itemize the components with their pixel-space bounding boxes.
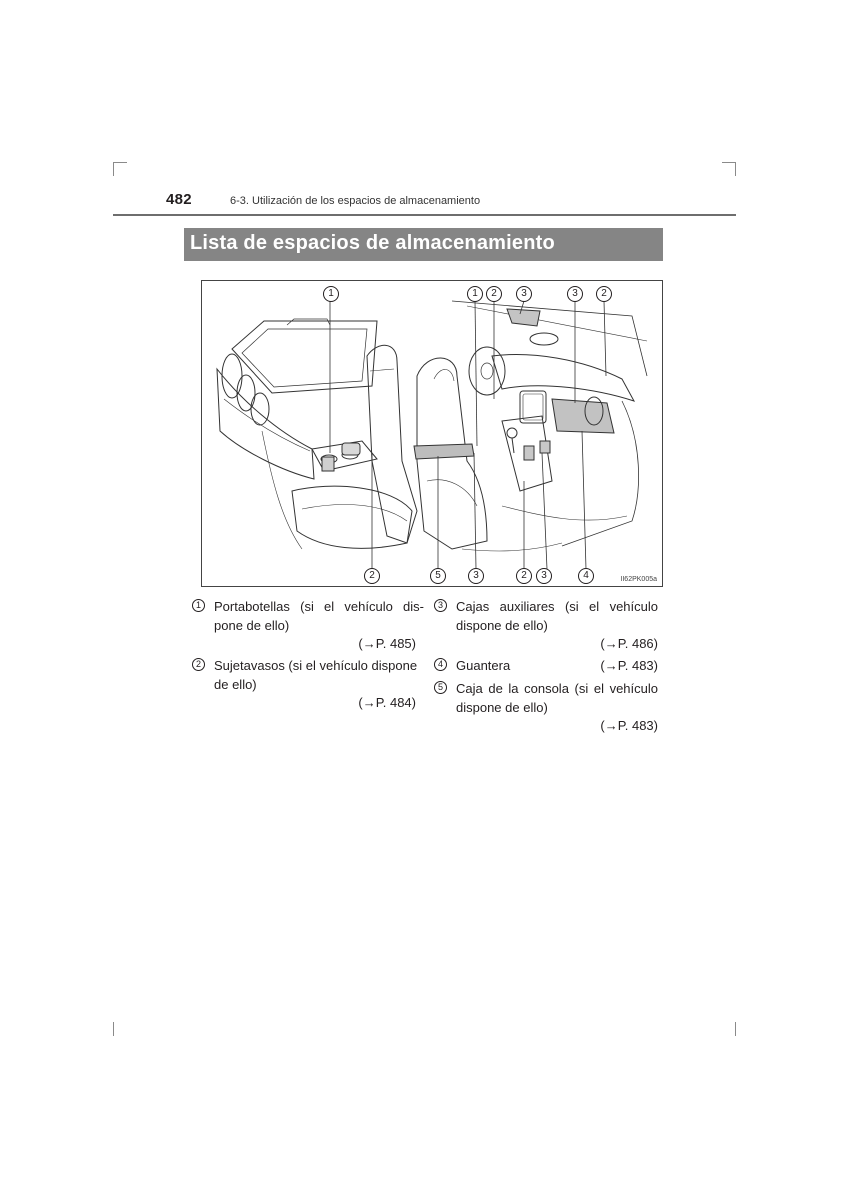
section-title: 6-3. Utilización de los espacios de alma… xyxy=(230,195,481,207)
callout-1: 1 xyxy=(323,286,339,302)
page-reference: (→P. 484) xyxy=(358,695,416,710)
page-reference: (→P. 483) xyxy=(600,718,658,733)
callout-1: 1 xyxy=(467,286,483,302)
legend-item: 1 Portabotellas (si el vehículo dis- pon… xyxy=(192,597,424,657)
legend-text: Caja de la consola (si el vehículo dispo… xyxy=(456,679,658,717)
legend-number: 1 xyxy=(192,599,205,612)
vehicle-interior-illustration xyxy=(216,300,648,570)
callout-2: 2 xyxy=(364,568,380,584)
callout-3: 3 xyxy=(468,568,484,584)
legend-line: dispone de ello) xyxy=(456,618,548,633)
legend-item: 3 Cajas auxiliares (si el vehículo dispo… xyxy=(434,597,659,657)
legend-line: de ello) xyxy=(214,677,257,692)
vehicle-interior-figure: 1 1 2 3 3 2 2 5 3 2 3 4 II62PK005a xyxy=(201,280,663,587)
legend-text: Portabotellas (si el vehículo dis- pone … xyxy=(214,597,424,635)
callout-3: 3 xyxy=(516,286,532,302)
legend-number: 3 xyxy=(434,599,447,612)
legend-text: Guantera xyxy=(456,656,596,675)
callout-2: 2 xyxy=(486,286,502,302)
callout-3: 3 xyxy=(567,286,583,302)
legend-line: dispone de ello) xyxy=(456,700,548,715)
page-reference: (→P. 486) xyxy=(600,636,658,651)
legend-line: Portabotellas (si el vehículo dis- xyxy=(214,599,424,614)
callout-4: 4 xyxy=(578,568,594,584)
callout-3: 3 xyxy=(536,568,552,584)
legend-line: Caja de la consola (si el vehículo xyxy=(456,681,658,696)
legend-line: pone de ello) xyxy=(214,618,290,633)
crop-mark xyxy=(722,162,736,163)
callout-2: 2 xyxy=(516,568,532,584)
legend-number: 5 xyxy=(434,681,447,694)
header-rule xyxy=(113,214,736,216)
figure-code: II62PK005a xyxy=(620,576,657,583)
crop-mark xyxy=(113,162,127,163)
callout-5: 5 xyxy=(430,568,446,584)
page-reference: (→P. 485) xyxy=(358,636,416,651)
page-reference: (→P. 483) xyxy=(600,658,658,673)
legend-line: Guantera xyxy=(456,658,511,673)
crop-mark xyxy=(113,162,114,176)
legend-item: 4 Guantera (→P. 483) xyxy=(434,656,659,678)
legend-line: Cajas auxiliares (si el vehículo xyxy=(456,599,658,614)
legend-text: Cajas auxiliares (si el vehículo dispone… xyxy=(456,597,658,635)
legend-item: 2 Sujetavasos (si el vehículo dispone de… xyxy=(192,656,424,716)
page-heading: Lista de espacios de almacenamiento xyxy=(184,228,663,261)
callout-2: 2 xyxy=(596,286,612,302)
legend-item: 5 Caja de la consola (si el vehículo dis… xyxy=(434,679,659,739)
page-number: 482 xyxy=(166,191,192,208)
crop-mark xyxy=(735,162,736,176)
legend-number: 4 xyxy=(434,658,447,671)
crop-mark xyxy=(113,1022,114,1036)
legend-number: 2 xyxy=(192,658,205,671)
legend-text: Sujetavasos (si el vehículo dispone de e… xyxy=(214,656,424,694)
legend-line: Sujetavasos (si el vehículo dispone xyxy=(214,658,418,673)
crop-mark xyxy=(735,1022,736,1036)
